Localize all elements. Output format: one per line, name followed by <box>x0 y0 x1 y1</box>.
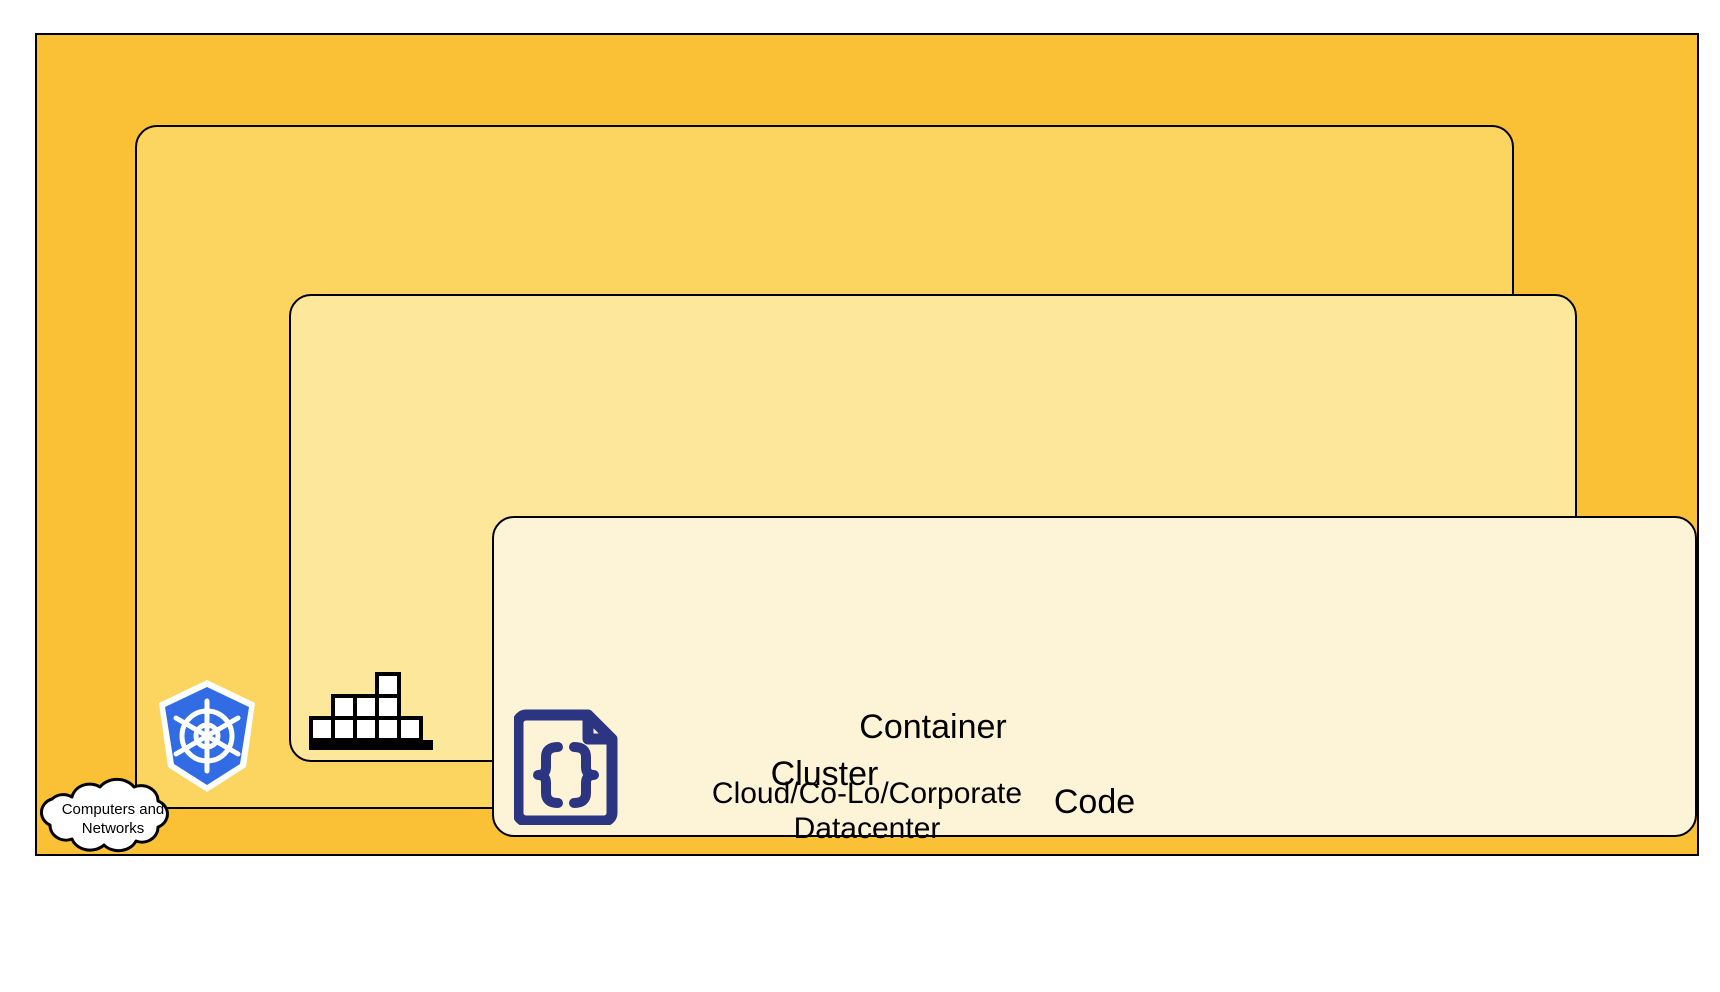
computers-and-networks-cloud[interactable]: Computers and Networks <box>32 775 194 863</box>
layer-cluster[interactable]: Code <box>135 125 1697 837</box>
layer-label-cluster: Cluster <box>770 755 879 794</box>
layer-label-code: Code <box>1053 783 1136 822</box>
layer-container[interactable]: Code <box>289 294 1697 837</box>
layer-label-datacenter: Cloud/Co-Lo/Corporate Datacenter <box>711 776 1023 845</box>
layer-code[interactable]: Code <box>492 516 1697 837</box>
cloud-callout-label: Computers and Networks <box>61 800 165 838</box>
code-file-icon <box>512 709 618 827</box>
cloud-icon <box>40 777 169 853</box>
layer-datacenter[interactable]: Code <box>35 33 1699 856</box>
kubernetes-icon <box>152 679 262 793</box>
container-stack-icon <box>309 672 435 752</box>
layer-label-container: Container <box>859 708 1007 747</box>
